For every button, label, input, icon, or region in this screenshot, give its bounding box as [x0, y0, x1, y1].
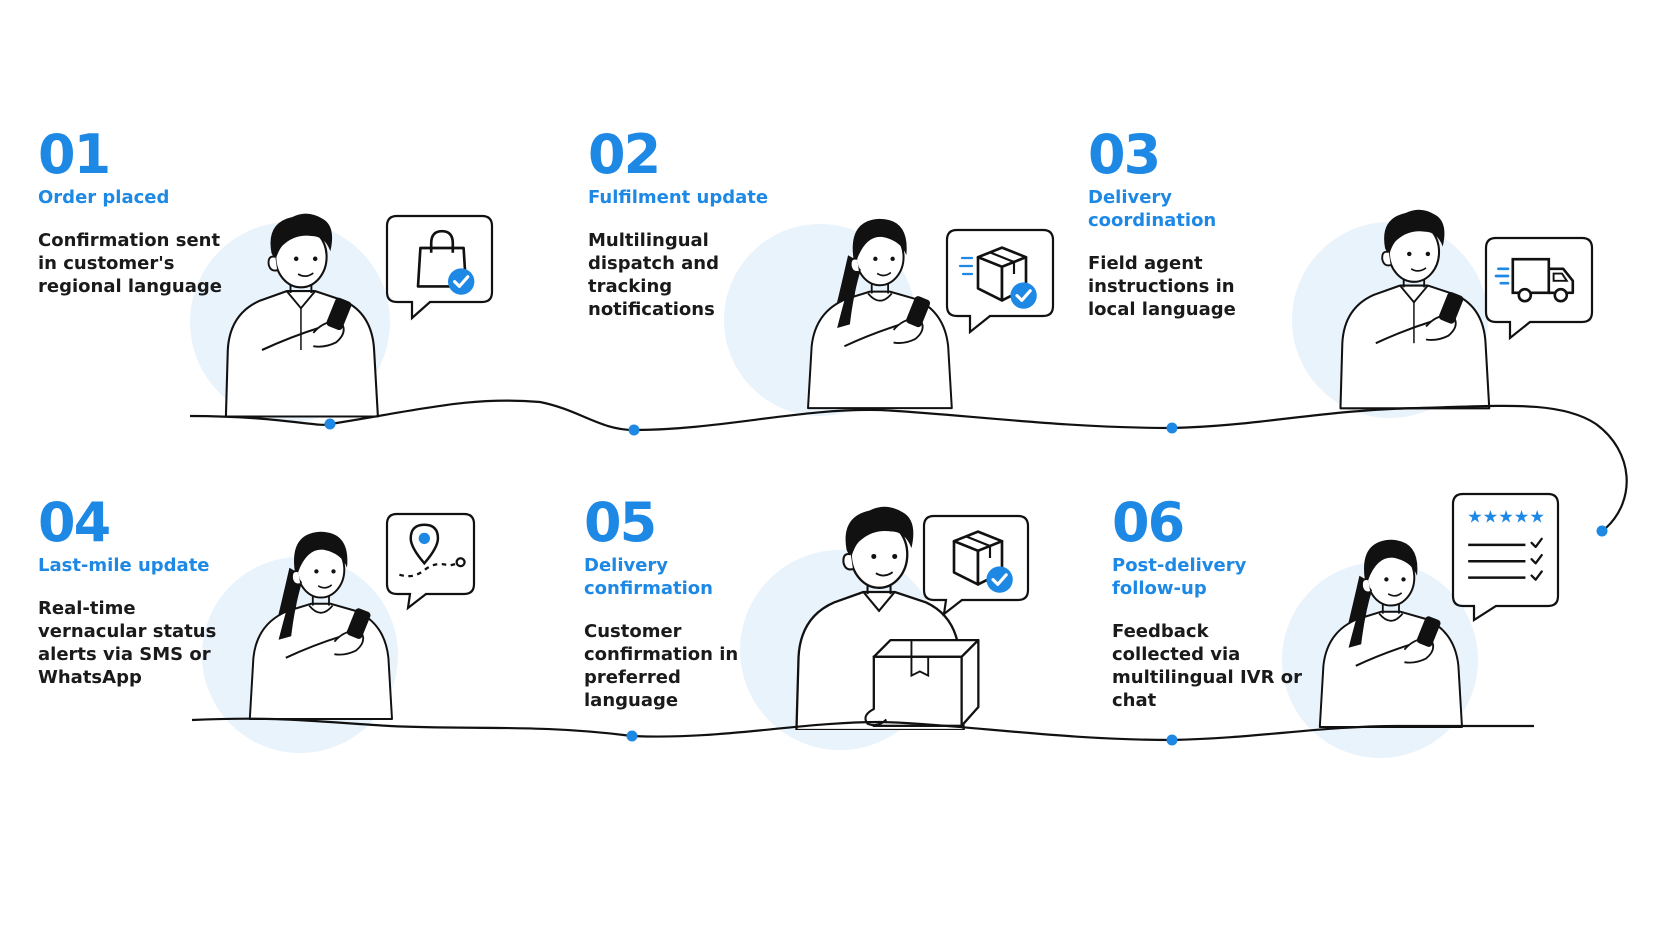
- step-number: 03: [1088, 123, 1161, 186]
- step-number: 01: [38, 123, 111, 186]
- timeline-path-lower: [191, 717, 1534, 742]
- timeline-dot-end: [1596, 525, 1608, 537]
- step-03: 03 Delivery coordination Field agent ins…: [1088, 128, 1248, 321]
- step-description: Real-time vernacular status alerts via S…: [38, 598, 217, 688]
- step-description: Confirmation sent in customer's regional…: [38, 230, 222, 297]
- step-description: Customer confirmation in preferred langu…: [584, 621, 739, 711]
- speech-bubble-step-01: [385, 214, 494, 321]
- step-06: 06 Post-delivery follow-up Feedback coll…: [1112, 496, 1302, 712]
- step-description: Multilingual dispatch and tracking notif…: [588, 230, 720, 320]
- timeline-dot-05: [626, 730, 638, 742]
- person-step-06: [1318, 538, 1464, 729]
- step-number: 04: [38, 491, 111, 554]
- step-02: 02 Fulfilment update Multilingual dispat…: [588, 128, 788, 321]
- step-title: Fulfilment update: [588, 187, 769, 208]
- person-step-04: [248, 530, 394, 721]
- timeline-dot-06: [1166, 734, 1178, 746]
- step-title: Delivery coordination: [1088, 187, 1217, 231]
- speech-bubble-step-06: [1451, 492, 1560, 623]
- step-description: Field agent instructions in local langua…: [1088, 253, 1236, 320]
- timeline-dot-03: [1166, 422, 1178, 434]
- step-title: Post-delivery follow-up: [1112, 555, 1247, 599]
- timeline-dot-02: [628, 424, 640, 436]
- step-01: 01 Order placed Confirmation sent in cus…: [38, 128, 228, 298]
- timeline-path: [189, 399, 1628, 529]
- speech-bubble-step-02: [945, 228, 1055, 335]
- step-05: 05 Delivery confirmation Customer confir…: [584, 496, 756, 712]
- step-number: 05: [584, 491, 657, 554]
- step-04: 04 Last-mile update Real-time vernacular…: [38, 496, 224, 689]
- speech-bubble-step-05: [922, 514, 1030, 617]
- step-title: Order placed: [38, 187, 170, 208]
- step-number: 02: [588, 123, 661, 186]
- speech-bubble-step-03: [1484, 236, 1594, 341]
- speech-bubble-step-04: [385, 512, 476, 611]
- step-description: Feedback collected via multilingual IVR …: [1112, 621, 1302, 711]
- step-title: Delivery confirmation: [584, 555, 713, 599]
- step-title: Last-mile update: [38, 555, 210, 576]
- step-number: 06: [1112, 491, 1185, 554]
- timeline-dot-01: [324, 418, 336, 430]
